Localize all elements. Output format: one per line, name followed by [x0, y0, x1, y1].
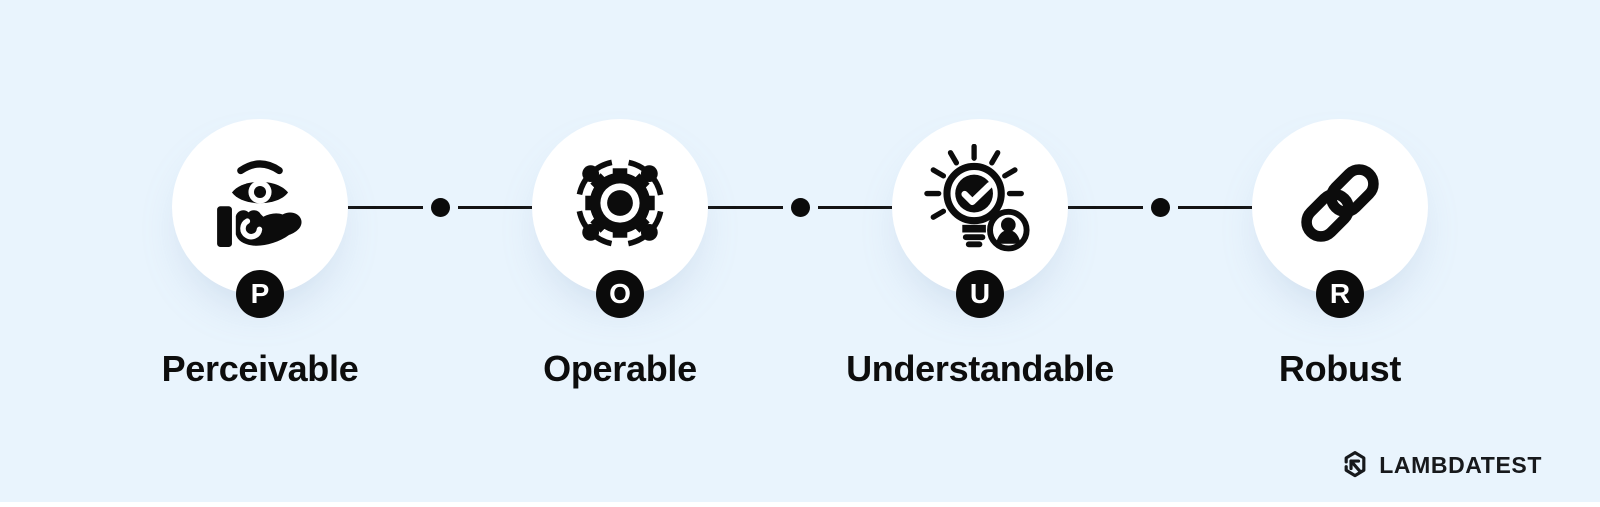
connector-dot [790, 197, 810, 217]
step-understandable: U Understandable [846, 119, 1114, 389]
step-label: Perceivable [161, 348, 359, 389]
chain-link-icon [1301, 164, 1379, 242]
step-circle: U [892, 119, 1068, 318]
connector-dot [1150, 197, 1170, 217]
step-circle: P [172, 119, 348, 318]
connector-dot [430, 197, 450, 217]
step-letter-badge: U [956, 270, 1004, 318]
connector [348, 119, 532, 295]
lambdatest-hexagon-arrow-icon [1344, 451, 1366, 478]
connector-line [348, 205, 423, 209]
step-label: Understandable [846, 348, 1114, 389]
step-letter-badge: O [596, 270, 644, 318]
lightbulb-check-user-icon [924, 144, 1030, 252]
step-letter-badge: R [1316, 270, 1364, 318]
connector-line [817, 205, 892, 209]
step-label: Operable [543, 348, 697, 389]
step-label: Robust [1278, 348, 1402, 389]
badge-letter: P [250, 278, 270, 309]
connector-line [1177, 205, 1252, 209]
connector [1068, 119, 1252, 295]
step-circle: R [1252, 119, 1428, 318]
step-operable: O Operable [532, 119, 708, 389]
badge-letter: O [609, 278, 631, 309]
step-circle: O [532, 119, 708, 318]
badge-letter: R [1329, 278, 1351, 309]
connector-line [708, 205, 783, 209]
lambdatest-logo: LAMBDATEST [1340, 448, 1542, 482]
gear-icon [575, 158, 665, 248]
connector [708, 119, 892, 295]
connector-line [457, 205, 532, 209]
eye-over-hand-icon [217, 160, 302, 247]
step-letter-badge: P [236, 270, 284, 318]
steps-row: P Perceivable [162, 119, 1428, 389]
connector-line [1068, 205, 1143, 209]
bottom-edge-strip [0, 502, 1600, 507]
step-robust: R Robust [1252, 119, 1428, 389]
badge-letter: U [969, 278, 991, 309]
lambdatest-wordmark: LAMBDATEST [1379, 451, 1542, 478]
step-perceivable: P Perceivable [162, 119, 359, 389]
